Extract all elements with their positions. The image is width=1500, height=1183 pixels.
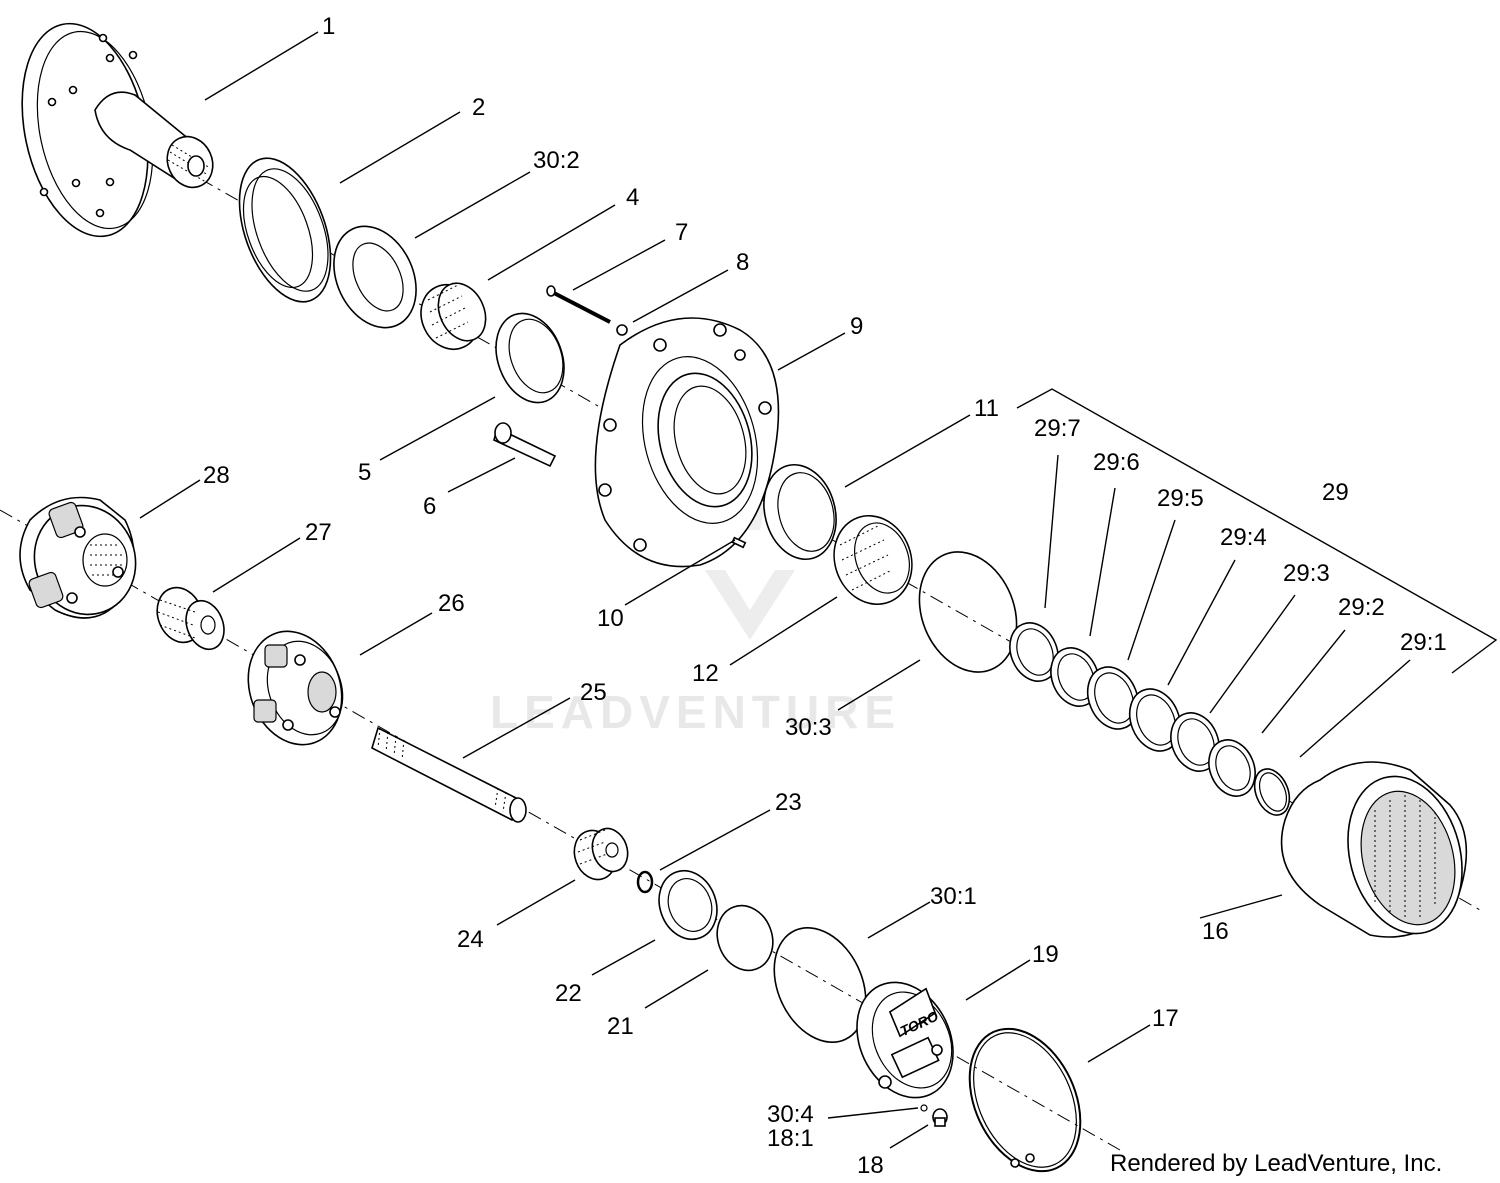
part-1-flange-shaft bbox=[21, 22, 214, 238]
callout-29-5: 29:5 bbox=[1157, 485, 1204, 512]
assembly-axes bbox=[0, 149, 1481, 1151]
callout-29-1: 29:1 bbox=[1400, 629, 1447, 656]
part-19-cover: TORO bbox=[856, 981, 954, 1099]
part-7-bolt bbox=[546, 285, 611, 324]
callout-10: 10 bbox=[597, 605, 624, 632]
callout-19: 19 bbox=[1032, 941, 1059, 968]
part-12-bearing bbox=[833, 514, 913, 606]
callout-22: 22 bbox=[555, 980, 582, 1007]
callout-18: 18 bbox=[857, 1152, 884, 1179]
watermark-text: LEADVENTURE bbox=[490, 686, 901, 738]
callout-labels: 1 2 30:2 4 7 8 9 5 6 11 29:7 29:6 29:5 2… bbox=[203, 13, 1447, 1179]
leadventure-watermark: LEADVENTURE bbox=[490, 465, 901, 738]
part-6-stud bbox=[493, 422, 557, 468]
part-26-carrier bbox=[247, 630, 344, 746]
callout-9: 9 bbox=[850, 313, 863, 340]
callout-7: 7 bbox=[675, 219, 688, 246]
part-16-ring-gear bbox=[1280, 761, 1468, 938]
callout-29-4: 29:4 bbox=[1220, 524, 1267, 551]
part-8-nut bbox=[616, 324, 628, 336]
callout-29: 29 bbox=[1322, 479, 1349, 506]
callout-23: 23 bbox=[775, 789, 802, 816]
callout-16: 16 bbox=[1202, 918, 1229, 945]
part-9-hub bbox=[594, 317, 780, 568]
callout-28: 28 bbox=[203, 462, 230, 489]
callout-12: 12 bbox=[692, 660, 719, 687]
callout-30-1: 30:1 bbox=[930, 883, 977, 910]
part-30-4-seal bbox=[920, 1104, 928, 1112]
callout-17: 17 bbox=[1152, 1005, 1179, 1032]
part-25-shaft bbox=[371, 726, 527, 823]
leader-lines bbox=[139, 31, 1411, 1149]
part-29-shim-set bbox=[1009, 622, 1291, 816]
callout-29-3: 29:3 bbox=[1283, 560, 1330, 587]
callout-5: 5 bbox=[358, 459, 371, 486]
callout-30-4: 30:4 bbox=[767, 1101, 814, 1128]
part-10-pin bbox=[731, 536, 747, 549]
callout-26: 26 bbox=[438, 590, 465, 617]
callout-11: 11 bbox=[974, 395, 999, 422]
part-17-snap-ring bbox=[968, 1027, 1082, 1173]
part-30-1-oring bbox=[773, 926, 867, 1044]
callout-27: 27 bbox=[305, 519, 332, 546]
part-29-bracket bbox=[1016, 388, 1498, 674]
part-30-3-oring bbox=[918, 551, 1018, 673]
callout-29-2: 29:2 bbox=[1338, 594, 1385, 621]
part-4-bearing bbox=[420, 282, 487, 350]
callout-8: 8 bbox=[736, 249, 749, 276]
part-30-2-washer bbox=[333, 225, 417, 329]
part-5-race bbox=[495, 312, 565, 404]
watermark-emblem-icon bbox=[705, 570, 795, 640]
part-22-thrust-washer bbox=[658, 869, 718, 941]
callout-30-2: 30:2 bbox=[533, 147, 580, 174]
callout-24: 24 bbox=[457, 926, 484, 953]
part-21-disc bbox=[716, 904, 774, 972]
callout-25: 25 bbox=[580, 679, 607, 706]
callout-2: 2 bbox=[472, 94, 485, 121]
render-credit: Rendered by LeadVenture, Inc. bbox=[1110, 1150, 1442, 1177]
part-28-carrier bbox=[19, 496, 137, 619]
callout-30-3: 30:3 bbox=[785, 714, 832, 741]
callout-18-1: 18:1 bbox=[767, 1125, 814, 1152]
callout-29-6: 29:6 bbox=[1093, 449, 1140, 476]
callout-4: 4 bbox=[626, 184, 639, 211]
part-18-plug bbox=[932, 1108, 948, 1127]
part-27-gear bbox=[156, 586, 225, 651]
part-24-gear bbox=[573, 827, 629, 881]
callout-6: 6 bbox=[423, 493, 436, 520]
callout-29-7: 29:7 bbox=[1034, 415, 1081, 442]
part-23-retaining-ring bbox=[636, 870, 654, 894]
callout-1: 1 bbox=[322, 13, 335, 40]
part-2-seal bbox=[238, 157, 332, 303]
callout-21: 21 bbox=[607, 1013, 634, 1040]
part-11-race bbox=[763, 463, 837, 561]
